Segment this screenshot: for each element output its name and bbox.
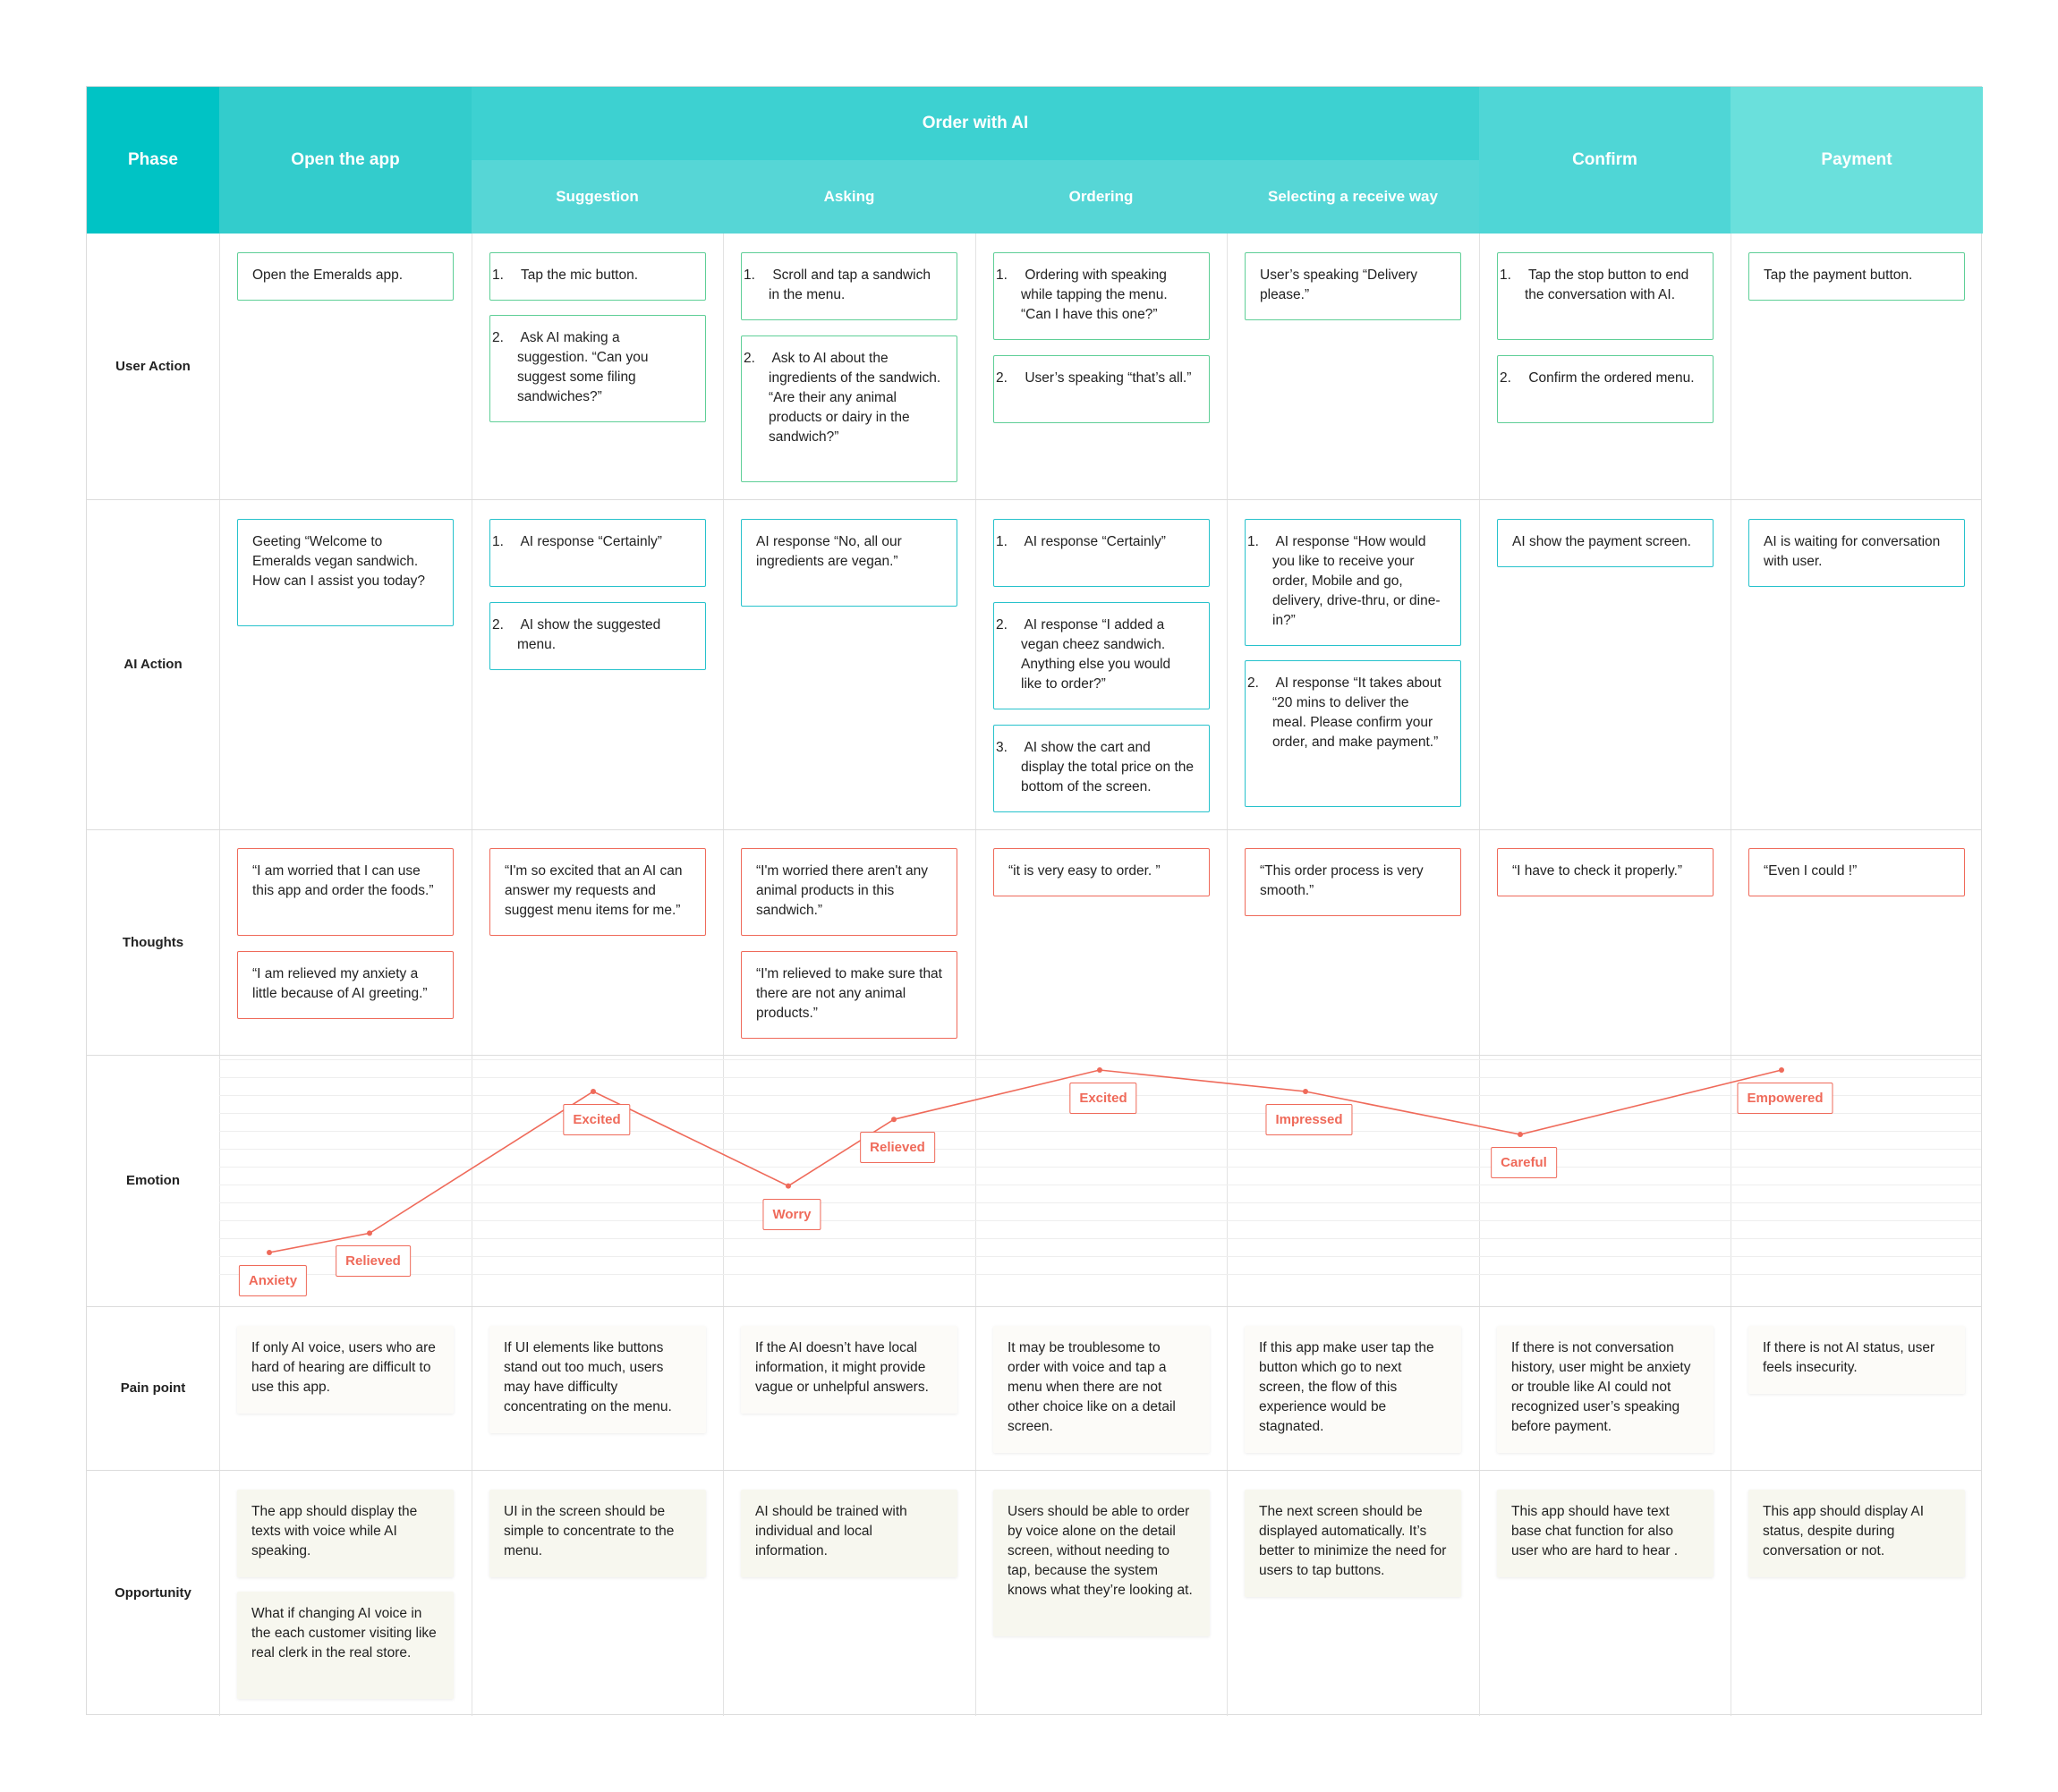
ai-action-card: 1. AI response “Certainly”	[489, 519, 706, 587]
emotion-label: Impressed	[1265, 1104, 1353, 1135]
emotion-point	[786, 1183, 791, 1189]
emotion-label: Careful	[1491, 1147, 1557, 1178]
header-confirm: Confirm	[1479, 87, 1731, 234]
row-label-user-action: User Action	[115, 359, 191, 374]
user-action-card: 2. Ask AI making a suggestion. “Can you …	[489, 315, 706, 422]
user-action-card: 2. Confirm the ordered menu.	[1497, 355, 1714, 423]
emotion-point	[367, 1230, 372, 1236]
emotion-label: Empowered	[1737, 1083, 1833, 1114]
emotion-label: Relieved	[860, 1132, 935, 1164]
ai-action-card: 2. AI response “It takes about “20 mins …	[1245, 660, 1461, 807]
thought-card: “I'm so excited that an AI can answer my…	[489, 848, 706, 936]
ai-action-card: AI show the payment screen.	[1497, 519, 1714, 567]
header-selecting-receive-way: Selecting a receive way	[1227, 160, 1479, 234]
pain-point-card: If the AI doesn’t have local information…	[741, 1326, 957, 1414]
emotion-label: Relieved	[336, 1245, 411, 1278]
header-order-with-ai: Order with AI	[472, 87, 1479, 160]
header-payment: Payment	[1731, 87, 1983, 234]
opportunity-card: AI should be trained with individual and…	[741, 1490, 957, 1577]
thought-card: “it is very easy to order. ”	[993, 848, 1210, 896]
user-action-card: 2. Ask to AI about the ingredients of th…	[741, 335, 957, 482]
emotion-point	[1518, 1132, 1523, 1137]
ai-action-card: AI is waiting for conversation with user…	[1748, 519, 1965, 587]
pain-point-card: If this app make user tap the button whi…	[1245, 1326, 1461, 1453]
emotion-label: Worry	[762, 1198, 821, 1230]
user-action-card: 1. Ordering with speaking while tapping …	[993, 252, 1210, 340]
opportunity-card: UI in the screen should be simple to con…	[489, 1490, 706, 1577]
emotion-point	[1097, 1067, 1102, 1073]
pain-point-card: It may be troublesome to order with voic…	[993, 1326, 1210, 1453]
emotion-point	[891, 1117, 897, 1123]
opportunity-card: This app should display AI status, despi…	[1748, 1490, 1965, 1577]
thought-card: “Even I could !”	[1748, 848, 1965, 896]
thought-card: “I have to check it properly.”	[1497, 848, 1714, 896]
row-label-thoughts: Thoughts	[122, 934, 184, 950]
ai-action-card: 2. AI response “I added a vegan cheez sa…	[993, 602, 1210, 709]
opportunity-card: The app should display the texts with vo…	[237, 1490, 454, 1577]
emotion-point	[1779, 1067, 1784, 1073]
user-action-card: 1. Scroll and tap a sandwich in the menu…	[741, 252, 957, 320]
opportunity-card: What if changing AI voice in the each cu…	[237, 1592, 454, 1699]
user-action-card: Tap the payment button.	[1748, 252, 1965, 301]
emotion-point	[267, 1250, 272, 1255]
pain-point-card: If there is not AI status, user feels in…	[1748, 1326, 1965, 1394]
row-label-pain-point: Pain point	[120, 1380, 186, 1396]
ai-action-card: 1. AI response “Certainly”	[993, 519, 1210, 587]
pain-point-card: If there is not conversation history, us…	[1497, 1326, 1714, 1453]
thought-card: “I am worried that I can use this app an…	[237, 848, 454, 936]
user-action-card: Open the Emeralds app.	[237, 252, 454, 301]
row-label-opportunity: Opportunity	[115, 1585, 191, 1601]
emotion-label: Excited	[563, 1104, 631, 1135]
thought-card: “This order process is very smooth.”	[1245, 848, 1461, 916]
thought-card: “I'm worried there aren't any animal pro…	[741, 848, 957, 936]
emotion-curve	[267, 1067, 1784, 1255]
ai-action-card: Geeting “Welcome to Emeralds vegan sandw…	[237, 519, 454, 626]
header-phase: Phase	[87, 87, 219, 234]
thought-card: “I'm relieved to make sure that there ar…	[741, 951, 957, 1039]
header-asking: Asking	[723, 160, 975, 234]
ai-action-card: 1. AI response “How would you like to re…	[1245, 519, 1461, 646]
pain-point-card: If UI elements like buttons stand out to…	[489, 1326, 706, 1433]
emotion-label: Excited	[1069, 1083, 1137, 1114]
ai-action-card: 2. AI show the suggested menu.	[489, 602, 706, 670]
header-open-the-app: Open the app	[219, 87, 472, 234]
emotion-label: Anxiety	[238, 1265, 308, 1296]
header-ordering: Ordering	[975, 160, 1227, 234]
user-action-card: 2. User’s speaking “that’s all.”	[993, 355, 1210, 423]
ai-action-card: 3. AI show the cart and display the tota…	[993, 725, 1210, 812]
thought-card: “I am relieved my anxiety a little becau…	[237, 951, 454, 1019]
user-action-card: User’s speaking “Delivery please.”	[1245, 252, 1461, 320]
row-label-ai-action: AI Action	[123, 657, 183, 672]
user-action-card: 1. Tap the stop button to end the conver…	[1497, 252, 1714, 340]
emotion-point	[591, 1089, 596, 1094]
ai-action-card: AI response “No, all our ingredients are…	[741, 519, 957, 607]
row-label-emotion: Emotion	[126, 1173, 180, 1188]
header-suggestion: Suggestion	[472, 160, 723, 234]
emotion-point	[1303, 1089, 1308, 1094]
opportunity-card: This app should have text base chat func…	[1497, 1490, 1714, 1577]
pain-point-card: If only AI voice, users who are hard of …	[237, 1326, 454, 1414]
opportunity-card: Users should be able to order by voice a…	[993, 1490, 1210, 1636]
opportunity-card: The next screen should be displayed auto…	[1245, 1490, 1461, 1597]
journey-map: Phase Open the app Order with AI Suggest…	[86, 86, 1983, 1716]
user-action-card: 1. Tap the mic button.	[489, 252, 706, 301]
